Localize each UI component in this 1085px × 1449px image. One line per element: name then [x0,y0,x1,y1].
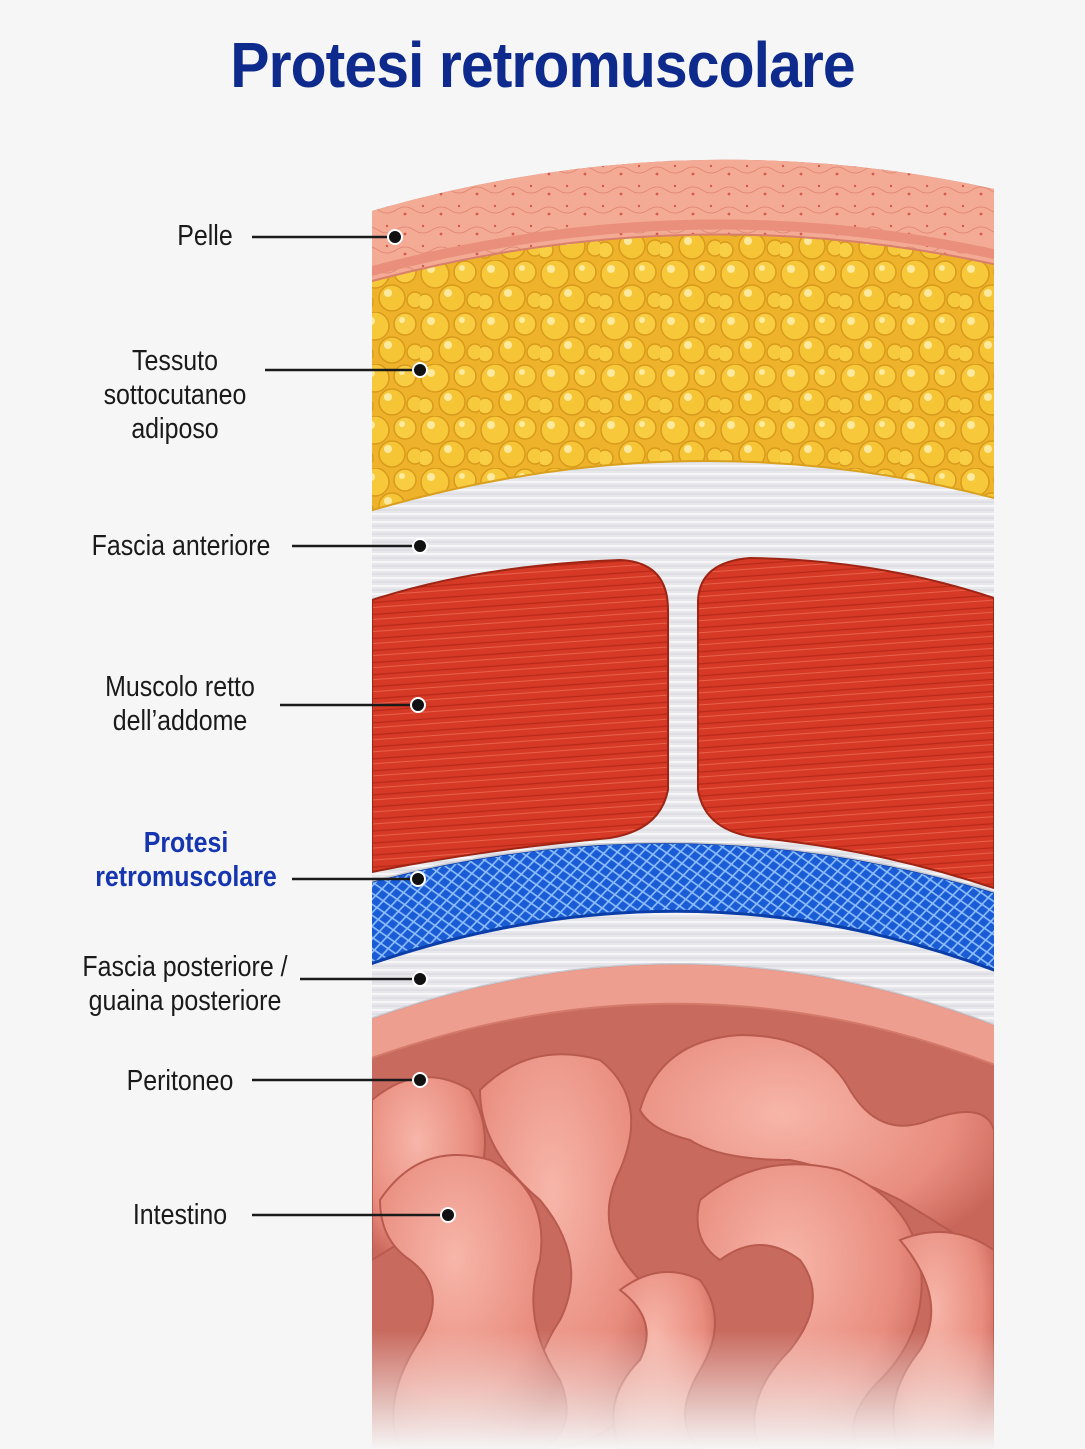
label-protesi-retromuscolare: Protesi retromuscolare [95,827,277,893]
pointer-dot-peritoneo [412,1072,428,1088]
pointer-dot-fascia-anteriore [412,538,428,554]
label-intestino: Intestino [132,1199,228,1231]
pointer-dot-intestino [440,1207,456,1223]
label-pelle: Pelle [177,220,233,252]
label-peritoneo: Peritoneo [126,1065,234,1097]
label-tessuto-sottocutaneo: Tessuto sottocutaneo adiposo [103,345,247,445]
pointer-dot-fascia-posteriore [412,971,428,987]
label-fascia-posteriore: Fascia posteriore / guaina posteriore [82,951,288,1017]
pointer-dot-tessuto [412,362,428,378]
pointer-dot-muscolo [410,697,426,713]
pointer-dot-protesi [410,871,426,887]
rectus-muscle-left [372,558,669,874]
label-fascia-anteriore: Fascia anteriore [91,530,271,562]
rectus-muscle-right [697,556,994,890]
pointer-dot-pelle [387,229,403,245]
leader-lines [252,235,448,1217]
page-title: Protesi retromuscolare [230,29,855,101]
label-muscolo-retto: Muscolo retto dell’addome [105,671,255,737]
